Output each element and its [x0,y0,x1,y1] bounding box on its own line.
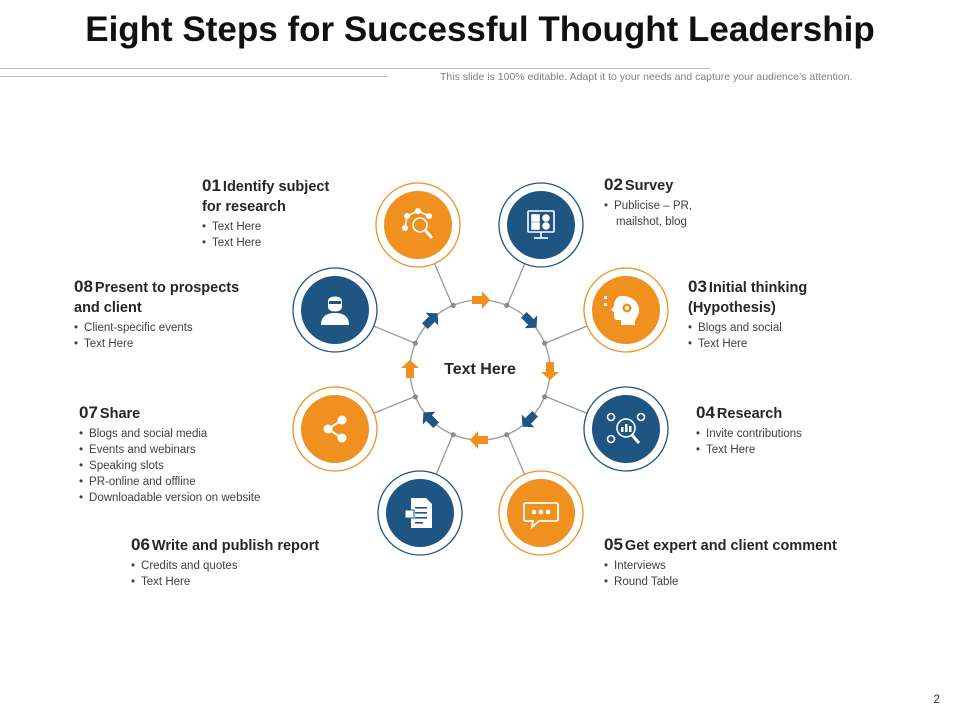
network-magnifier-icon [402,207,434,239]
connector-line [373,325,416,344]
step-title: Get expert and client comment [624,538,837,554]
connector-line [373,395,416,414]
header-divider-short [0,76,388,77]
step-bullet: Speaking slots [79,458,260,474]
ring-dot [412,394,418,400]
step-bullet: Text Here [74,336,239,352]
step-number: 07 [79,403,98,422]
step-node-06[interactable] [377,470,463,556]
step-node-07[interactable] [292,386,378,472]
head-thinking-icon [604,296,640,325]
cycle-arrow [516,407,542,433]
ring-dot [504,432,510,438]
step-bullet: Client-specific events [74,320,239,336]
step-bullet: Downloadable version on website [79,490,260,506]
step-bullet: Blogs and social media [79,426,260,442]
slide-title: Eight Steps for Successful Thought Leade… [85,10,875,49]
cycle-arrow [517,308,543,334]
slide-subtitle: This slide is 100% editable. Adapt it to… [440,71,853,83]
step-title-line2: for research [202,199,286,215]
chat-bubble-icon [523,502,559,530]
step-bullet: Events and webinars [79,442,260,458]
connector-line [544,395,588,414]
ring-dot [542,340,548,346]
step-bullet: Text Here [202,219,329,235]
step-bullet: Invite contributions [696,426,802,442]
step-node-01[interactable] [375,182,461,268]
cycle-arrow [541,362,559,380]
step-number: 04 [696,403,715,422]
step-bullet: Blogs and social [688,320,807,336]
page-number: 2 [933,692,940,706]
connector-line [506,263,526,306]
ring-dot [542,394,548,400]
header-divider [0,68,710,69]
ring-dot [504,302,510,308]
step-bullet-continued: mailshot, blog [616,216,687,228]
step-node-08[interactable] [292,267,378,353]
step-bullet: Interviews [604,558,837,574]
step-node-02[interactable] [498,182,584,268]
connector-line [433,263,454,306]
cycle-arrow [418,307,444,333]
step-title: Write and publish report [151,538,320,554]
step-title-line2: and client [74,300,142,316]
center-label: Text Here [444,361,516,378]
connector-line [435,434,454,475]
step-bullet: Text Here [688,336,807,352]
step-number: 01 [202,176,221,195]
step-title: Survey [624,178,674,194]
step-bullet: PR-online and offline [79,474,260,490]
step-node-03[interactable] [583,267,669,353]
step-number: 08 [74,277,93,296]
research-magnifier-icon [606,412,646,444]
share-icon [323,415,347,443]
connector-line [506,434,526,475]
cycle-arrow [472,291,490,309]
step-bullet: Text Here [131,574,319,590]
monitor-dashboard-icon [527,210,555,239]
step-bullet: Publicise – PR, [604,198,692,214]
ring-dot [412,340,418,346]
step-title: Present to prospects [94,280,240,296]
step-node-04[interactable] [583,386,669,472]
user-icon [321,296,349,325]
step-title: Initial thinking [708,280,808,296]
step-bullet: Text Here [202,235,329,251]
step-bullet: Credits and quotes [131,558,319,574]
ring-dot [450,302,456,308]
cycle-arrow [470,431,488,449]
step-number: 06 [131,535,150,554]
step-title: Identify subject [222,179,330,195]
step-node-05[interactable] [498,470,584,556]
ring-dot [450,432,456,438]
step-title-line2: (Hypothesis) [688,300,776,316]
connectors [373,263,588,475]
step-number: 02 [604,175,623,194]
step-number: 05 [604,535,623,554]
step-bullet: Round Table [604,574,837,590]
cycle-arrow [417,406,443,432]
step-number: 03 [688,277,707,296]
step-title: Research [716,406,783,422]
ring-dots [412,302,548,438]
connector-line [544,325,588,344]
step-title: Share [99,406,141,422]
step-bullet: Text Here [696,442,802,458]
document-icon [404,498,432,528]
cycle-arrow [401,360,419,378]
